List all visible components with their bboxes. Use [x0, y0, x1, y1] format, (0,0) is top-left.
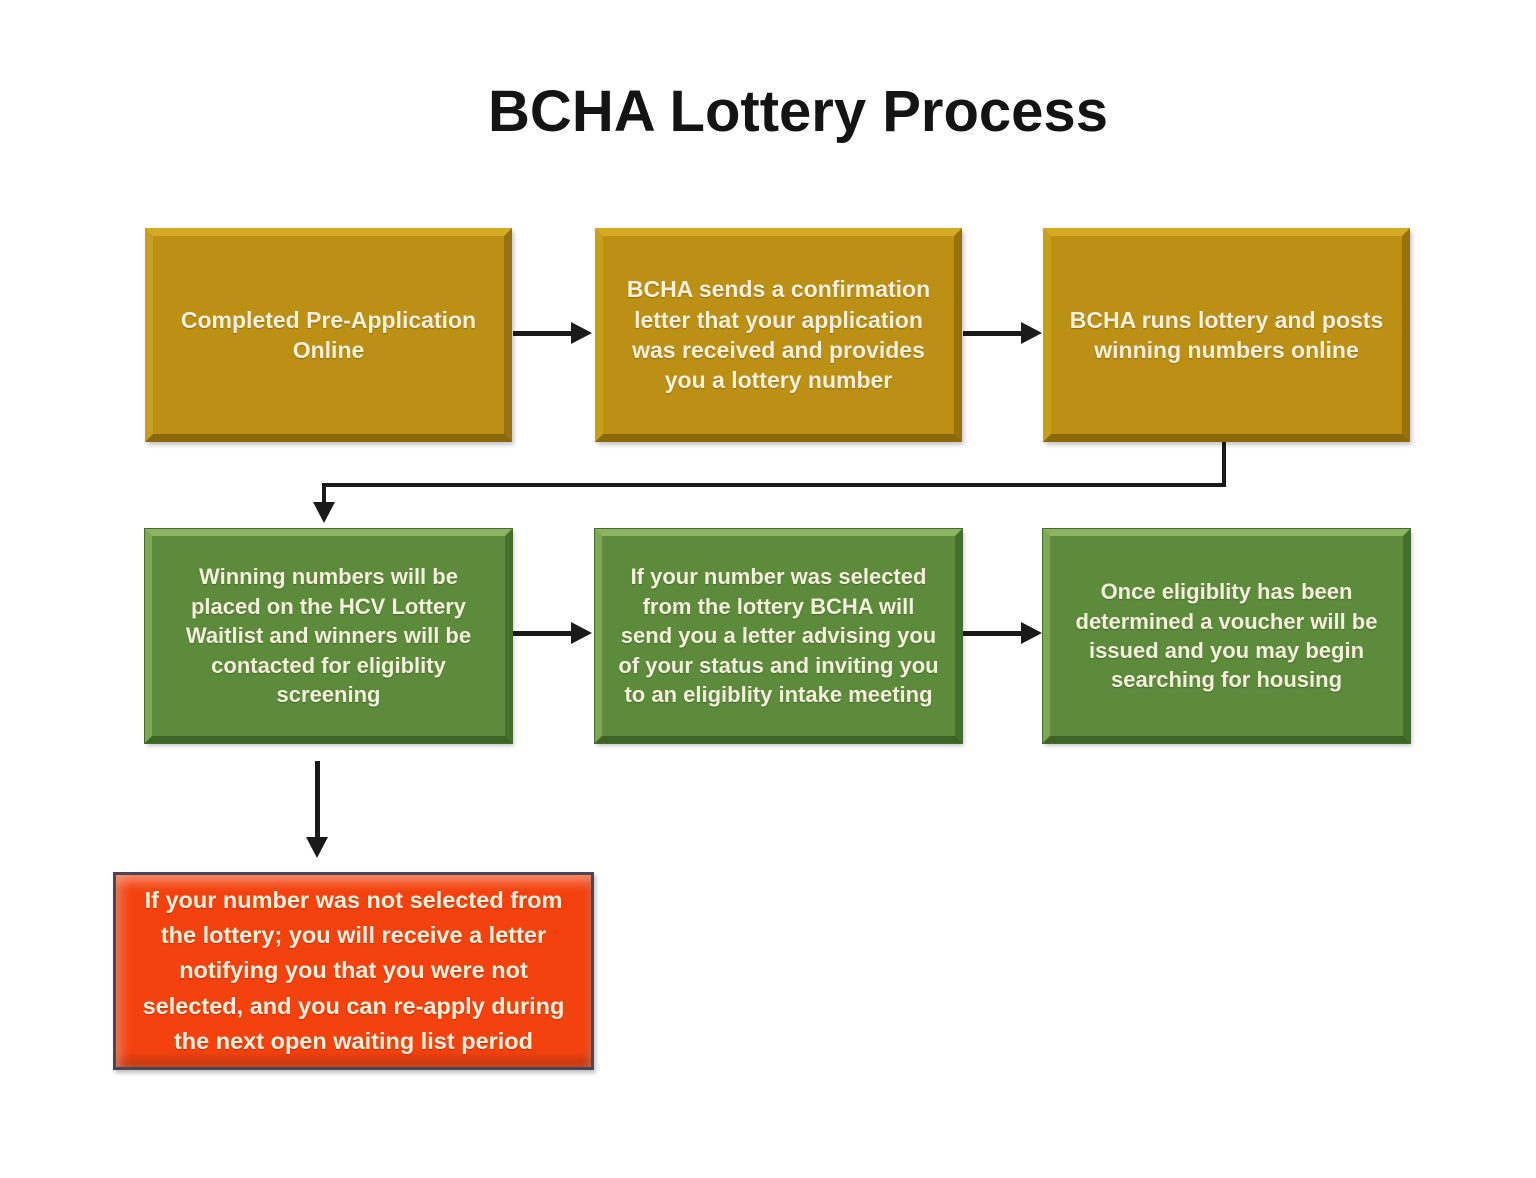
flow-step-label: Once eligiblity has been determined a vo…: [1075, 579, 1378, 693]
arrow-confirmation-to-run-lottery: [963, 331, 1022, 336]
flow-step-label: BCHA runs lottery and posts winning numb…: [1069, 306, 1384, 363]
arrowhead-down-icon: [306, 837, 328, 858]
arrow-selected-letter-to-voucher: [963, 631, 1022, 636]
flow-step-waitlist: Winning numbers will be placed on the HC…: [145, 529, 512, 743]
arrow-waitlist-to-not-selected: [315, 761, 320, 838]
arrow-pre-application-to-confirmation: [513, 331, 572, 336]
flow-step-confirmation-letter: BCHA sends a confirmation letter that yo…: [595, 228, 962, 442]
flow-step-selected-letter: If your number was selected from the lot…: [595, 529, 962, 743]
arrowhead-right-icon: [571, 322, 592, 344]
page-title: BCHA Lottery Process: [488, 79, 1108, 144]
flow-step-pre-application: Completed Pre-Application Online: [145, 228, 512, 442]
arrowhead-right-icon: [571, 622, 592, 644]
connector-run-lottery-horizontal-segment: [322, 483, 1226, 487]
flow-step-label: If your number was not selected from the…: [142, 886, 565, 1054]
flow-step-voucher-issued: Once eligiblity has been determined a vo…: [1043, 529, 1410, 743]
flow-step-label: If your number was selected from the lot…: [618, 564, 939, 708]
connector-run-lottery-drop-segment: [322, 483, 326, 504]
flow-step-label: BCHA sends a confirmation letter that yo…: [626, 276, 931, 394]
flow-step-label: Completed Pre-Application Online: [180, 306, 477, 363]
flow-step-run-lottery: BCHA runs lottery and posts winning numb…: [1043, 228, 1410, 442]
arrowhead-down-icon: [313, 502, 335, 523]
flow-step-label: Winning numbers will be placed on the HC…: [185, 564, 472, 708]
flow-step-not-selected: If your number was not selected from the…: [113, 872, 594, 1070]
arrowhead-right-icon: [1021, 322, 1042, 344]
arrow-waitlist-to-selected-letter: [513, 631, 572, 636]
arrowhead-right-icon: [1021, 622, 1042, 644]
connector-run-lottery-down-segment: [1222, 442, 1226, 487]
